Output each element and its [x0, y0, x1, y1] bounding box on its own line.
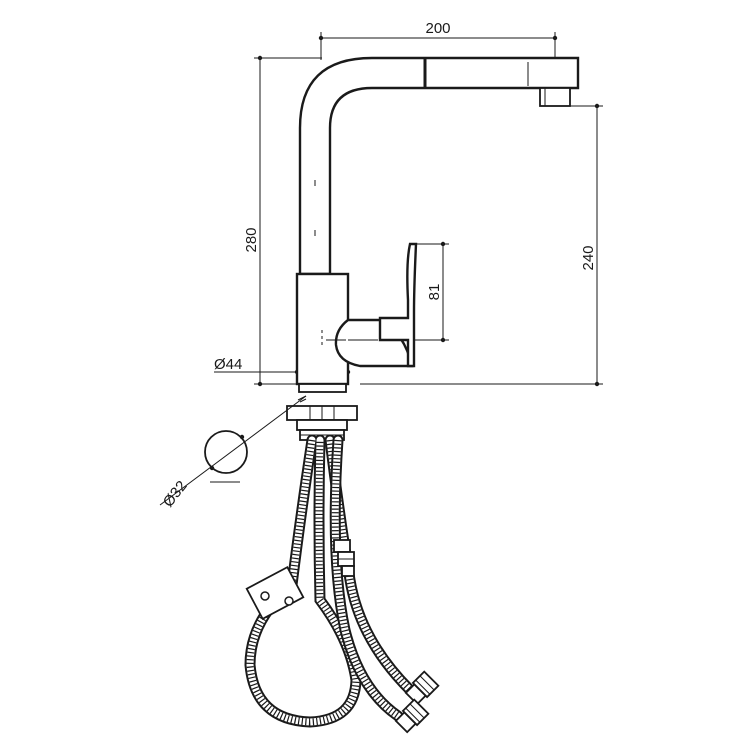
check-valve-fitting	[333, 539, 355, 577]
mounting-assembly	[286, 383, 358, 441]
supply-hoses	[244, 434, 440, 734]
dimension-spout-reach: 200	[318, 20, 558, 60]
faucet-spout	[298, 56, 580, 276]
dimension-hole-diameter: Ø32	[159, 395, 307, 511]
hose-clip	[245, 565, 305, 621]
hole-diameter-label: Ø32	[160, 478, 191, 511]
dimension-outlet-height: 240	[360, 103, 603, 387]
mounting-hole-circle	[204, 430, 248, 474]
faucet-body	[295, 272, 350, 386]
outlet-height-label: 240	[580, 245, 597, 270]
lever-height-label: 81	[426, 284, 443, 301]
hose-connector-2	[394, 698, 430, 734]
total-height-label: 280	[243, 227, 260, 252]
lever-handle	[326, 242, 418, 368]
base-diameter-label: Ø44	[214, 356, 242, 373]
dimension-lever-height: 81	[412, 241, 449, 343]
spout-reach-label: 200	[425, 20, 450, 37]
dimension-total-height: 280	[243, 55, 322, 387]
hose-connector-1	[404, 670, 440, 706]
